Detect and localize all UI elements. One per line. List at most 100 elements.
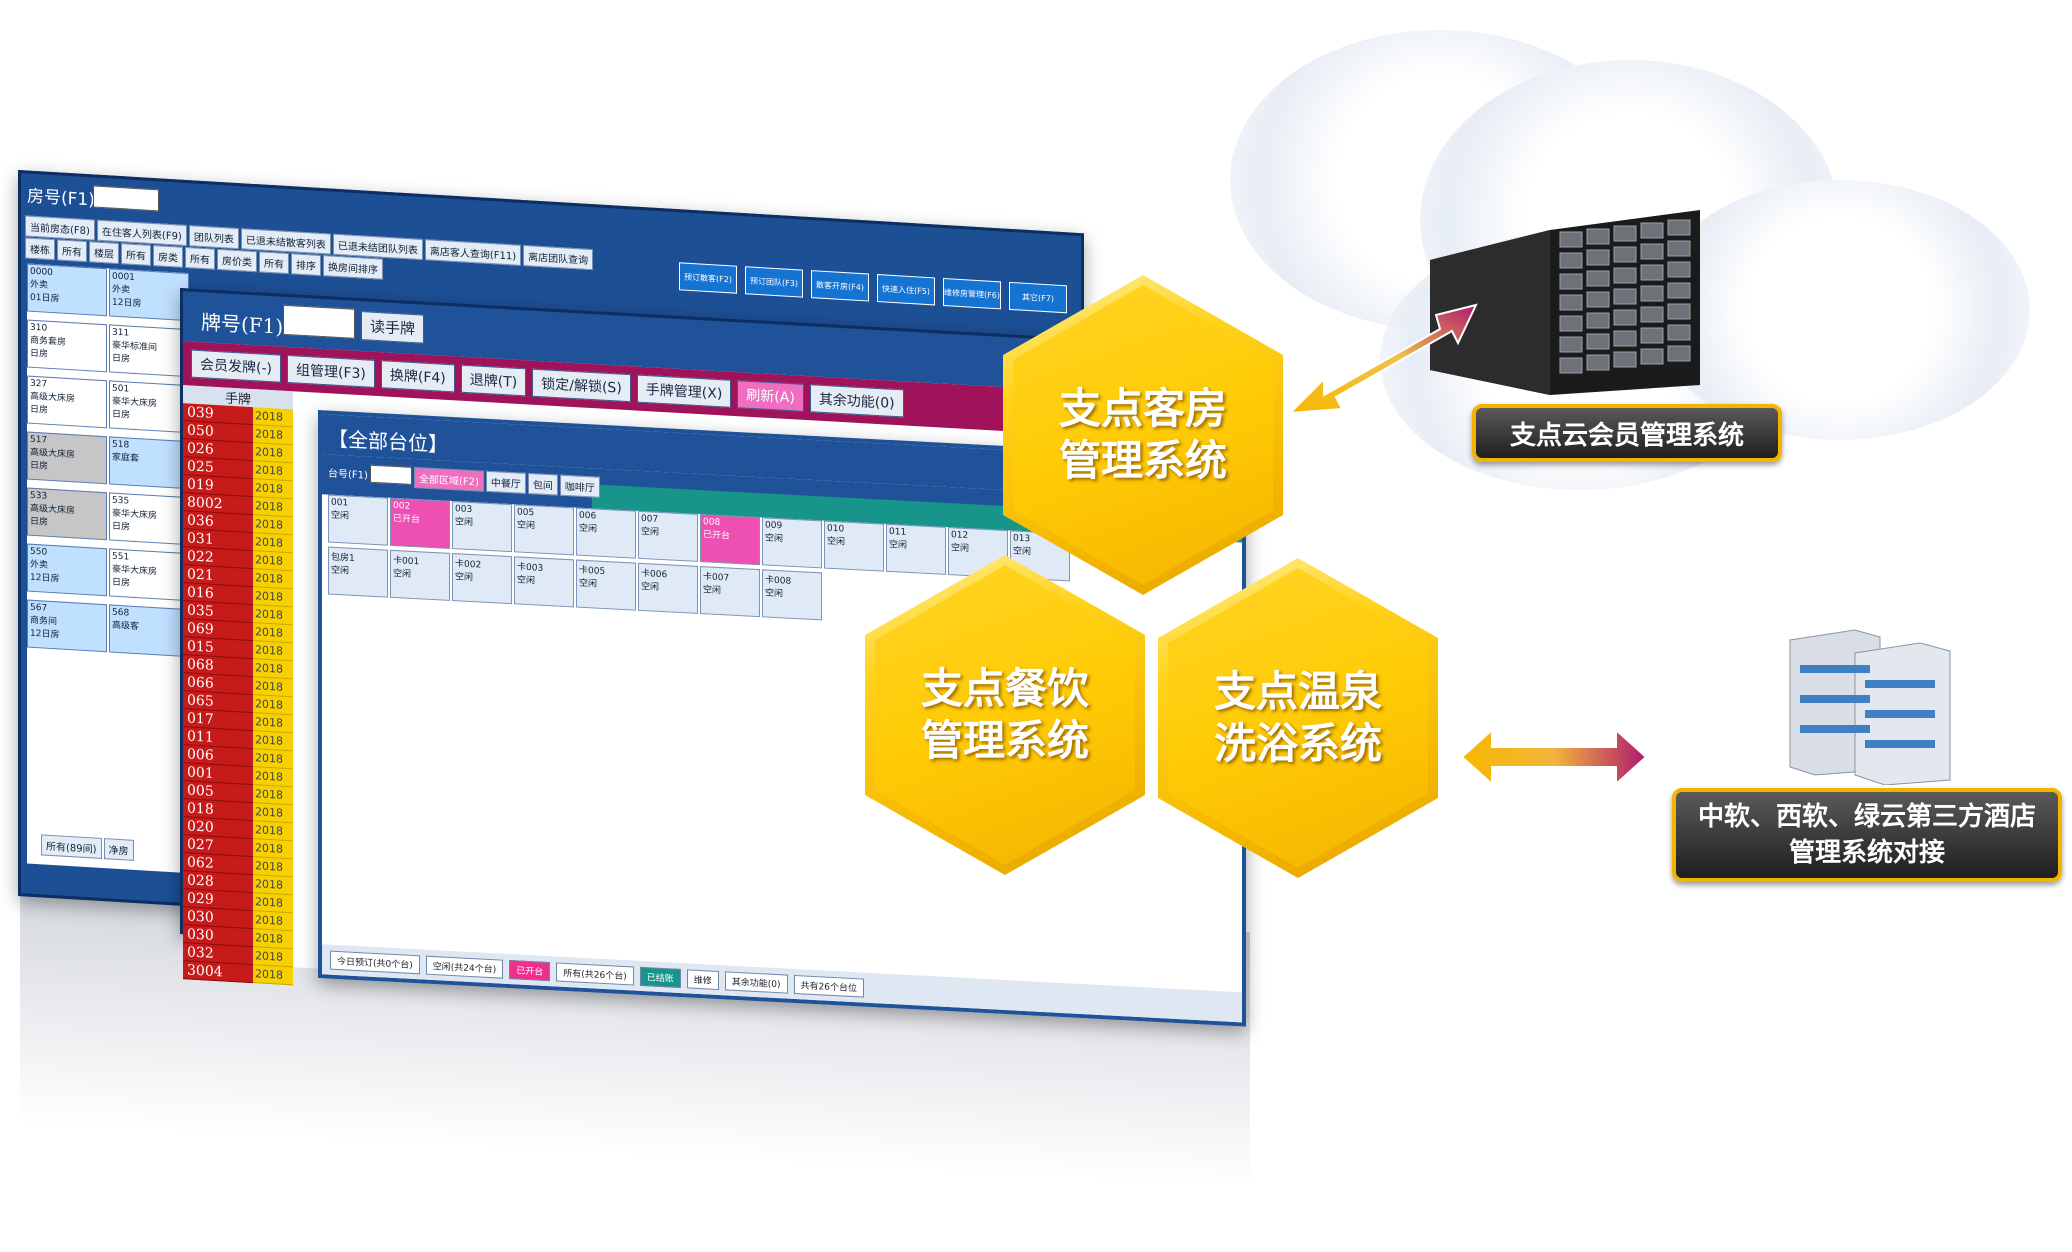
status-bar-item[interactable]: 今日预订(共0个台) (330, 950, 420, 974)
hand-card-date: 2018 (253, 911, 293, 932)
room-footer-item[interactable]: 净房 (103, 838, 134, 861)
card-toolbar-button[interactable]: 退牌(T) (460, 364, 527, 397)
status-bar-item: 共有26个台位 (793, 974, 864, 998)
card-toolbar-button[interactable]: 换牌(F4) (380, 360, 455, 393)
cloud-link-arrow (1290, 303, 1478, 415)
card-toolbar-button[interactable]: 会员发牌(-) (191, 349, 281, 383)
table-state: 空闲 (951, 543, 970, 555)
room-filter[interactable]: 楼栋 (25, 237, 55, 261)
room-tab[interactable]: 离店团队查询 (523, 245, 594, 271)
card-number-input[interactable] (283, 304, 355, 339)
hand-card-number[interactable]: 3004 (183, 961, 253, 984)
hand-card-date: 2018 (253, 965, 293, 986)
room-tab[interactable]: 团队列表 (188, 225, 239, 250)
hand-card-date: 2018 (253, 875, 293, 896)
status-bar-item[interactable]: 所有(共26个台) (556, 961, 634, 986)
room-filter[interactable]: 排序 (291, 253, 321, 277)
room-tab[interactable]: 当前房态(F8) (25, 215, 95, 241)
room-filter[interactable]: 楼层 (89, 241, 119, 265)
rack-drive-slot (1640, 327, 1664, 344)
status-bar-item[interactable]: 其余功能(0) (724, 970, 788, 994)
area-tab[interactable]: 中餐厅 (485, 470, 526, 494)
hand-card-date: 2018 (253, 497, 293, 518)
read-card-button[interactable]: 读手牌 (361, 311, 425, 344)
rack-drive-slot (1613, 225, 1637, 242)
room-filter[interactable]: 换房间排序 (323, 255, 383, 280)
status-bar-item[interactable]: 已开台 (509, 959, 551, 981)
hand-card-date: 2018 (253, 533, 293, 554)
room-filter[interactable]: 所有 (185, 246, 215, 270)
hand-card-date: 2018 (253, 857, 293, 878)
table-number-input[interactable] (370, 464, 412, 485)
room-action-button[interactable]: 快速入住(F5) (877, 274, 935, 306)
card-number-label: 牌号(F1) (201, 310, 284, 339)
room-action-button[interactable]: 预订散客(F2) (679, 262, 737, 294)
card-toolbar-button[interactable]: 手牌管理(X) (636, 374, 732, 408)
status-bar-item[interactable]: 空闲(共24个台) (425, 955, 504, 979)
room-action-button[interactable]: 预订团队(F3) (745, 266, 803, 298)
area-tab[interactable]: 咖啡厅 (559, 474, 600, 498)
room-action-button[interactable]: 其它(F7) (1009, 281, 1067, 314)
card-toolbar-button[interactable]: 锁定/解锁(S) (532, 368, 631, 403)
room-filter[interactable]: 所有 (57, 239, 87, 263)
card-toolbar-button[interactable]: 刷新(A) (737, 380, 804, 412)
card-toolbar-button[interactable]: 组管理(F3) (286, 354, 375, 388)
card-toolbar-button[interactable]: 其余功能(0) (809, 384, 904, 418)
room-number-input[interactable] (93, 185, 159, 212)
status-bar-item[interactable]: 已结账 (639, 966, 681, 988)
room-filter[interactable]: 房类 (153, 245, 183, 268)
hand-card-date: 2018 (253, 515, 293, 536)
room-footer-item[interactable]: 所有(89间) (41, 834, 102, 859)
room-filter[interactable]: 所有 (121, 243, 151, 266)
room-action-button[interactable]: 维修房管理(F6) (943, 277, 1001, 310)
hand-card-date: 2018 (253, 929, 293, 950)
rack-drive-slot (1667, 240, 1691, 257)
area-tab[interactable]: 全部区域(F2) (414, 467, 484, 492)
table-state: 空闲 (765, 588, 784, 600)
table-state: 空闲 (455, 517, 474, 529)
room-action-button[interactable]: 散客开房(F4) (811, 270, 869, 302)
room-filter[interactable]: 房价类 (217, 248, 257, 273)
room-tab[interactable]: 离店客人查询(F11) (424, 239, 522, 266)
rack-drive-slot (1667, 261, 1691, 278)
spa-system-label: 支点温泉 洗浴系统 (1213, 667, 1382, 768)
area-tab[interactable]: 包间 (527, 473, 558, 496)
rack-drive-slot (1586, 354, 1610, 371)
status-bar-item[interactable]: 维修 (686, 968, 719, 990)
room-filter[interactable]: 所有 (259, 251, 289, 275)
table-state: 空闲 (517, 520, 536, 532)
